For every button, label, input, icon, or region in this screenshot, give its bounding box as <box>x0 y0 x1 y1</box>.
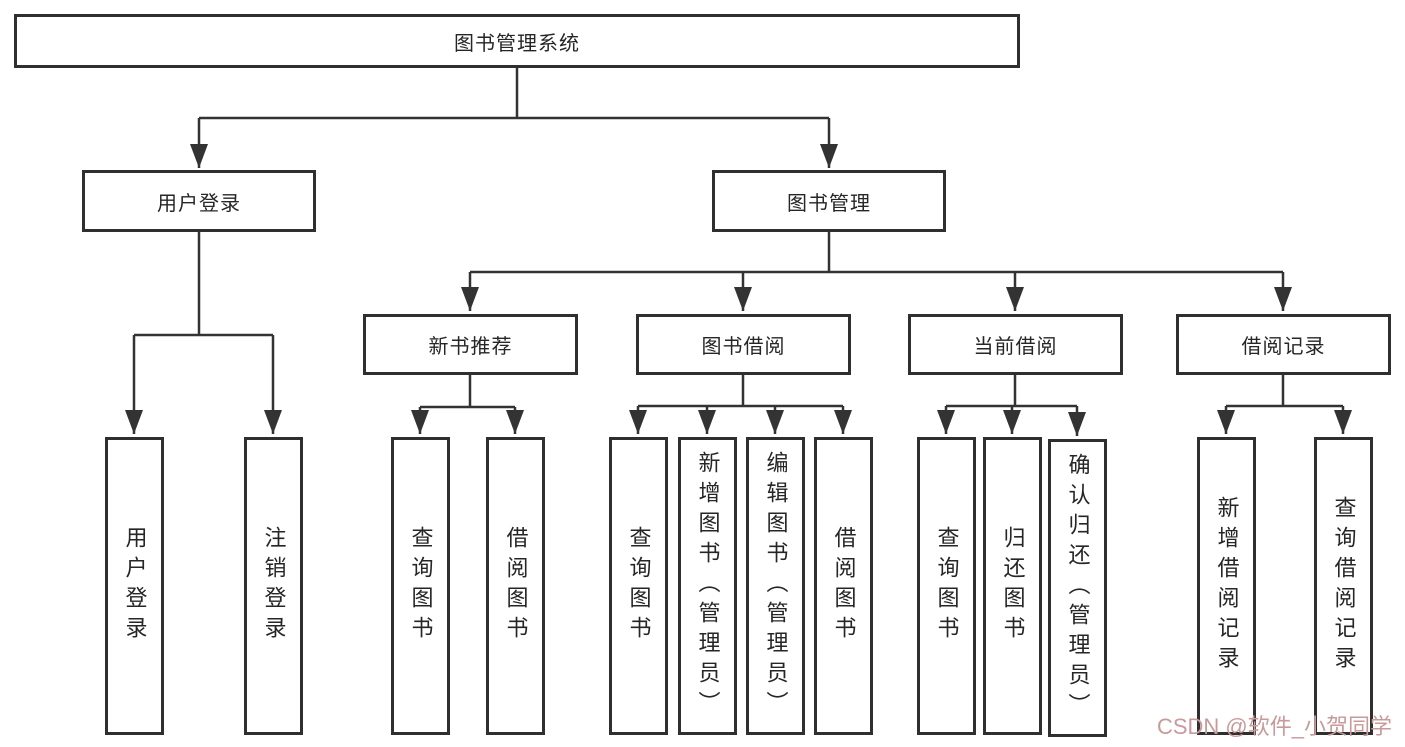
leaf-query-books-3: 查询图书 <box>917 437 976 735</box>
node-borrow-records: 借阅记录 <box>1176 314 1391 375</box>
leaf-add-book-admin: 新增图书（管理员） <box>678 437 737 735</box>
node-book-management: 图书管理 <box>712 170 946 232</box>
node-current-borrow: 当前借阅 <box>908 314 1123 375</box>
node-root-library-system: 图书管理系统 <box>14 14 1020 68</box>
leaf-logout: 注销登录 <box>244 437 303 735</box>
leaf-query-books-1: 查询图书 <box>391 437 450 735</box>
leaf-query-books-3-label: 查询图书 <box>934 526 960 646</box>
leaf-borrow-books-2-label: 借阅图书 <box>831 526 857 646</box>
leaf-edit-book-admin-label: 编辑图书（管理员） <box>763 451 789 721</box>
leaf-borrow-books-1-label: 借阅图书 <box>503 526 529 646</box>
leaf-query-books-2: 查询图书 <box>609 437 668 735</box>
leaf-borrow-books-2: 借阅图书 <box>814 437 873 735</box>
leaf-edit-book-admin: 编辑图书（管理员） <box>746 437 805 735</box>
node-user-login: 用户登录 <box>82 170 316 232</box>
leaf-confirm-return-admin: 确认归还（管理员） <box>1048 439 1107 737</box>
csdn-watermark: CSDN @软件_小贺同学 <box>1156 714 1392 739</box>
connector-trunks <box>134 68 1343 409</box>
leaf-query-books-2-label: 查询图书 <box>626 526 652 646</box>
leaf-confirm-return-admin-label: 确认归还（管理员） <box>1065 453 1091 723</box>
leaf-user-login: 用户登录 <box>105 437 164 735</box>
leaf-logout-label: 注销登录 <box>261 526 287 646</box>
leaf-query-borrow-record-label: 查询借阅记录 <box>1331 496 1357 676</box>
leaf-user-login-label: 用户登录 <box>122 526 148 646</box>
leaf-return-books-label: 归还图书 <box>1000 526 1026 646</box>
leaf-borrow-books-1: 借阅图书 <box>486 437 545 735</box>
node-book-borrow: 图书借阅 <box>636 314 851 375</box>
leaf-query-books-1-label: 查询图书 <box>408 526 434 646</box>
leaf-add-book-admin-label: 新增图书（管理员） <box>695 451 721 721</box>
leaf-add-borrow-record-label: 新增借阅记录 <box>1214 496 1240 676</box>
leaf-query-borrow-record: 查询借阅记录 <box>1314 437 1373 735</box>
leaf-return-books: 归还图书 <box>983 437 1042 735</box>
node-new-book-recommend: 新书推荐 <box>363 314 578 375</box>
leaf-add-borrow-record: 新增借阅记录 <box>1197 437 1256 735</box>
